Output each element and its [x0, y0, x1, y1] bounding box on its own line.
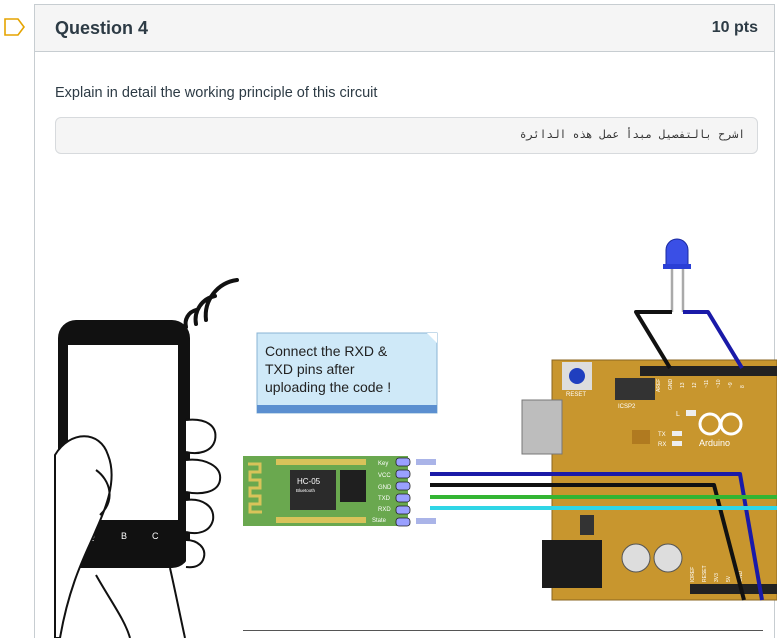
bottom-reset: RESET [702, 565, 708, 582]
l-led-label: L [676, 411, 680, 418]
question-text: Explain in detail the working principle … [55, 85, 378, 101]
bottom-3v3: 3V3 [714, 573, 720, 582]
blue-led [663, 238, 691, 312]
rx-label: RX [658, 442, 666, 448]
phone-key-2: B [121, 531, 127, 541]
question-points: 10 pts [711, 19, 758, 36]
bottom-5v: 5V [726, 575, 732, 582]
note-line-1: Connect the RXD & [265, 343, 388, 359]
arabic-question-text: اشرح بالتفصيل مبدأ عمل هذه الدائرة [519, 128, 745, 141]
hc05-bluetooth-module: HC-05 Bluetooth Key VCC GND TXD RXD Stat… [243, 456, 436, 527]
header-11: ~11 [704, 380, 710, 388]
note-line-3: uploading the code ! [265, 379, 391, 395]
circuit-diagram-image: Q B C Connect the RXD & TXD pins after u… [54, 238, 777, 638]
header-10: ~10 [716, 379, 722, 388]
arabic-text-box: اشرح بالتفصيل مبدأ عمل هذه الدائرة [55, 117, 758, 154]
hand-outline [54, 418, 222, 638]
pin-txd: TXD [378, 496, 391, 502]
reset-label: RESET [566, 392, 586, 398]
arduino-brand: Arduino [699, 438, 730, 448]
phone-key-3: C [152, 531, 159, 541]
pin-key: Key [378, 461, 388, 467]
module-sub: Bluetooth [296, 488, 316, 493]
header-aref: AREF [656, 379, 662, 392]
header-8: 8 [740, 385, 746, 388]
pin-vcc: VCC [378, 473, 391, 479]
icsp-label: ICSP2 [618, 404, 636, 410]
pin-gnd: GND [378, 485, 392, 491]
pin-rxd: RXD [378, 507, 391, 513]
question-title: Question 4 [55, 18, 149, 38]
pin-state: State [372, 518, 387, 524]
arduino-board: RESET ICSP2 AREF GND 13 12 ~11 ~10 ~9 8 … [521, 359, 777, 601]
header-9: ~9 [728, 382, 734, 388]
instruction-note: Connect the RXD & TXD pins after uploadi… [256, 332, 438, 414]
bottom-divider [243, 630, 763, 631]
header-12: 12 [692, 382, 698, 388]
header-gnd: GND [668, 379, 674, 391]
module-name: HC-05 [297, 477, 321, 486]
wires [430, 310, 777, 601]
header-13: 13 [680, 382, 686, 388]
bottom-gnd: GND [738, 571, 744, 583]
question-header: Question 4 10 pts [35, 5, 774, 52]
arduino-logo-icon [698, 412, 743, 436]
bottom-ioref: IOREF [690, 567, 696, 582]
tx-label: TX [658, 432, 666, 438]
note-line-2: TXD pins after [265, 361, 355, 377]
flag-question-icon[interactable] [4, 18, 26, 36]
signal-waves-icon [183, 278, 239, 329]
